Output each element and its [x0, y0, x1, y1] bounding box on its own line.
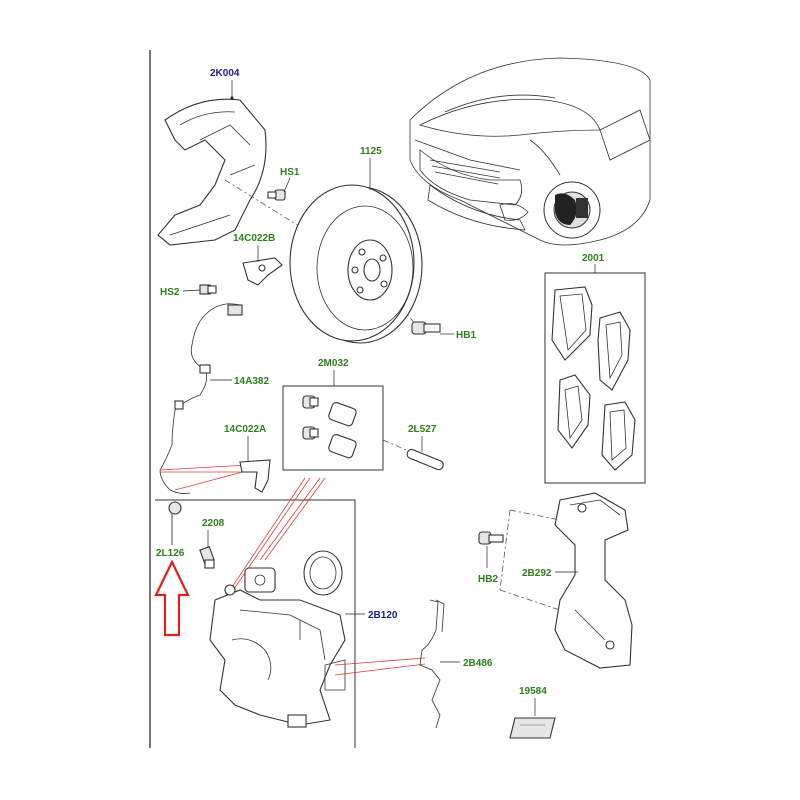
guide-pin [406, 448, 444, 471]
label-1125: 1125 [360, 146, 382, 157]
label-2k004: 2K004 [210, 68, 240, 79]
sensor-bracket-b [242, 257, 283, 286]
sensor-wire [159, 303, 241, 494]
label-hs2: HS2 [160, 287, 180, 298]
label-14c022a: 14C022A [224, 424, 266, 435]
guide-pin-kit-box [282, 385, 384, 471]
label-2l126: 2L126 [156, 548, 185, 559]
caliper-box [155, 499, 356, 748]
label-2m032: 2M032 [318, 358, 349, 369]
label-hb2: HB2 [478, 574, 498, 585]
brake-caliper [209, 567, 346, 728]
sensor-bracket-a [239, 459, 271, 493]
grease-packet [509, 717, 556, 739]
highlight-arrow [154, 559, 190, 637]
spring-clip [419, 599, 445, 729]
caliper-carrier [554, 492, 633, 669]
label-hb1: HB1 [456, 330, 476, 341]
bleed-screw [199, 546, 215, 569]
splash-shield [157, 98, 267, 246]
label-2b292: 2B292 [522, 568, 552, 579]
label-2001: 2001 [582, 253, 605, 264]
vehicle-sketch [409, 57, 651, 246]
hs1-bolt [267, 189, 286, 201]
label-hs1: HS1 [280, 167, 300, 178]
brake-pads [551, 286, 636, 471]
label-14c022b: 14C022B [233, 233, 275, 244]
label-14a382: 14A382 [234, 376, 269, 387]
piston-seal [303, 550, 343, 596]
label-19584: 19584 [519, 686, 547, 697]
label-2b120: 2B120 [368, 610, 398, 621]
label-2b486: 2B486 [463, 658, 493, 669]
hb2-bolt [478, 531, 504, 545]
hs2-bolt [199, 284, 217, 295]
label-2208: 2208 [202, 518, 225, 529]
hb1-bolt [411, 321, 441, 335]
guide-pin-kit [302, 395, 357, 459]
brake-disc [289, 184, 423, 344]
wear-sensor [168, 501, 182, 545]
label-2l527: 2L527 [408, 424, 437, 435]
